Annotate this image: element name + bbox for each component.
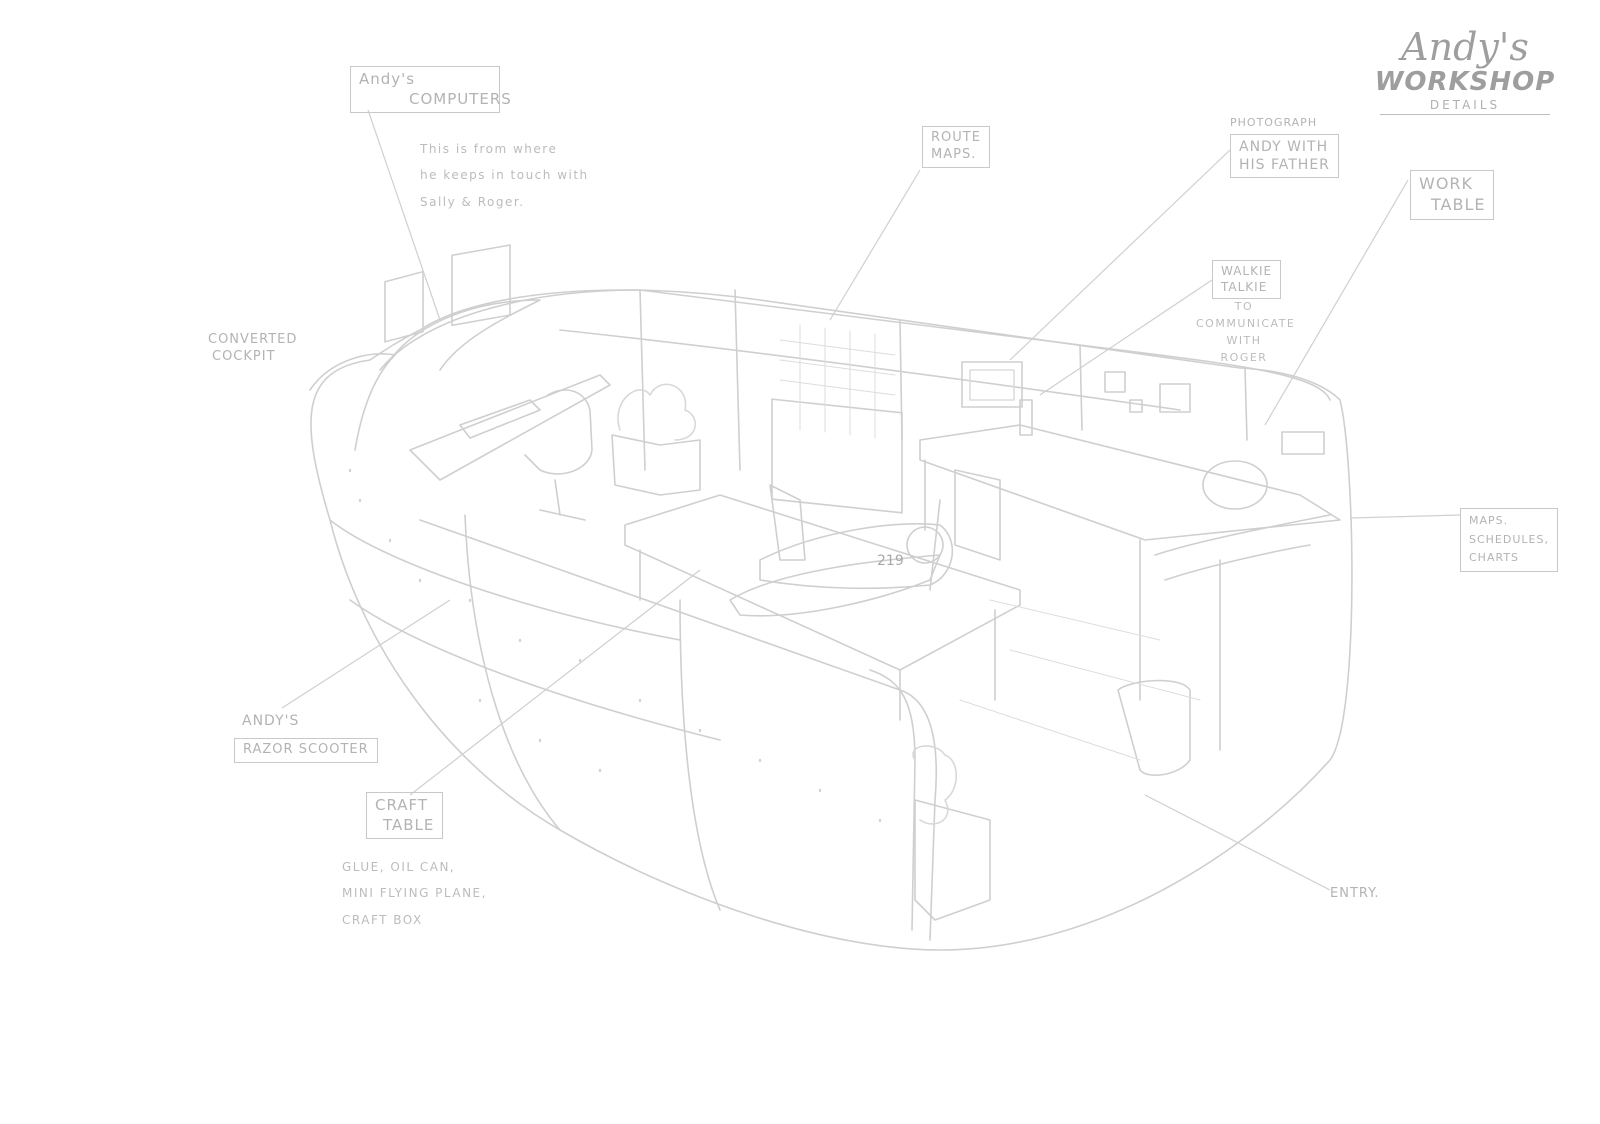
label-computers-line-1: Andy's <box>359 70 491 90</box>
entry-plant-box <box>915 800 990 920</box>
leader-entry <box>1145 795 1330 890</box>
note-computers-line-2: he keeps in touch with <box>420 162 589 188</box>
label-craft-table: CRAFT TABLE <box>366 792 443 839</box>
label-cockpit-line-1: CONVERTED <box>208 332 297 349</box>
label-walkie-line-2: TALKIE <box>1221 280 1272 296</box>
note-craft-line-1: GLUE, OIL CAN, <box>342 854 487 880</box>
note-craft-line-2: MINI FLYING PLANE, <box>342 880 487 906</box>
plane-number: 219 <box>877 553 904 569</box>
workshop-title: Andy's WORKSHOP DETAILS <box>1370 28 1560 115</box>
photo-inner <box>970 370 1014 400</box>
leader-scooter <box>282 600 450 708</box>
label-craft-line-2: TABLE <box>375 816 434 836</box>
label-photograph-line-1: ANDY WITH <box>1239 138 1330 156</box>
work-table-cabinet <box>955 470 1000 560</box>
label-route-maps: ROUTE MAPS. <box>922 126 990 168</box>
label-cockpit-line-2: COCKPIT <box>208 349 297 366</box>
label-maps-line-1: MAPS. <box>1469 512 1549 531</box>
plant-foliage <box>618 384 695 440</box>
plane-propeller <box>930 500 940 590</box>
office-chair <box>525 390 592 520</box>
hull-front-wall-top <box>870 670 915 930</box>
label-work-table: WORK TABLE <box>1410 170 1494 220</box>
hull-outline <box>311 290 1352 950</box>
label-walkie-line-1: WALKIE <box>1221 264 1272 280</box>
note-walkie-line-1: TO <box>1196 298 1292 315</box>
wall-socket <box>1282 432 1324 454</box>
note-walkie-line-4: ROGER <box>1196 349 1292 366</box>
leader-maps-schedules <box>1350 515 1460 518</box>
wall-ledge <box>560 330 1180 410</box>
back-wall-seam-5 <box>1245 368 1247 440</box>
label-route-maps-line-1: ROUTE <box>931 130 981 147</box>
keyboard <box>460 400 540 438</box>
hull-seam-1 <box>465 515 560 830</box>
label-work-table-line-1: WORK <box>1419 174 1485 195</box>
pin-note <box>1105 372 1125 392</box>
note-computers-line-1: This is from where <box>420 136 589 162</box>
pin-note <box>1130 400 1142 412</box>
label-photograph-caption: PHOTOGRAPH <box>1230 116 1317 130</box>
back-wall-seam-4 <box>1080 345 1082 430</box>
note-craft-table: GLUE, OIL CAN, MINI FLYING PLANE, CRAFT … <box>342 854 487 933</box>
plant-box <box>612 435 700 495</box>
label-maps-line-3: CHARTS <box>1469 549 1549 568</box>
label-scooter-caption: ANDY'S <box>242 712 299 730</box>
label-work-table-line-2: TABLE <box>1419 195 1485 216</box>
leader-walkie <box>1040 280 1212 395</box>
title-line-2: WORKSHOP <box>1370 66 1560 98</box>
title-line-1: Andy's <box>1370 28 1560 66</box>
rolled-maps <box>1155 515 1330 580</box>
note-walkie-line-2: COMMUNICATE <box>1196 315 1292 332</box>
work-table-legs <box>925 460 1220 750</box>
label-maps-schedules: MAPS. SCHEDULES, CHARTS <box>1460 508 1558 572</box>
label-maps-line-2: SCHEDULES, <box>1469 531 1549 550</box>
note-walkie-line-3: WITH <box>1196 332 1292 349</box>
label-route-maps-line-2: MAPS. <box>931 147 981 164</box>
leader-route-maps <box>830 170 920 320</box>
label-photograph-line-2: HIS FATHER <box>1239 156 1330 174</box>
title-line-3: DETAILS <box>1380 98 1550 115</box>
label-razor-scooter: RAZOR SCOOTER <box>234 738 378 763</box>
label-entry: ENTRY. <box>1330 886 1380 903</box>
note-computers-line-3: Sally & Roger. <box>420 189 589 215</box>
back-wall-seam-2 <box>735 290 740 470</box>
note-craft-line-3: CRAFT BOX <box>342 907 487 933</box>
hull-seam-4 <box>350 600 720 740</box>
label-computers: Andy's COMPUTERS <box>350 66 500 113</box>
work-table-top <box>920 425 1340 540</box>
label-craft-line-1: CRAFT <box>375 796 434 816</box>
hull-seam-2 <box>680 600 720 910</box>
route-map-grid <box>780 325 895 438</box>
label-converted-cockpit: CONVERTED COCKPIT <box>208 332 297 366</box>
leader-craft-table <box>410 570 700 795</box>
computer-desk <box>410 375 610 480</box>
back-wall-seam-1 <box>640 290 645 470</box>
label-walkie-talkie: WALKIE TALKIE <box>1212 260 1281 299</box>
plane-propeller-hub <box>907 527 943 563</box>
label-computers-line-2: COMPUTERS <box>359 90 491 110</box>
label-photograph: ANDY WITH HIS FATHER <box>1230 134 1339 178</box>
hull-seam-3 <box>330 520 680 640</box>
note-walkie-talkie: TO COMMUNICATE WITH ROGER <box>1196 298 1292 366</box>
note-computers: This is from where he keeps in touch wit… <box>420 136 589 215</box>
